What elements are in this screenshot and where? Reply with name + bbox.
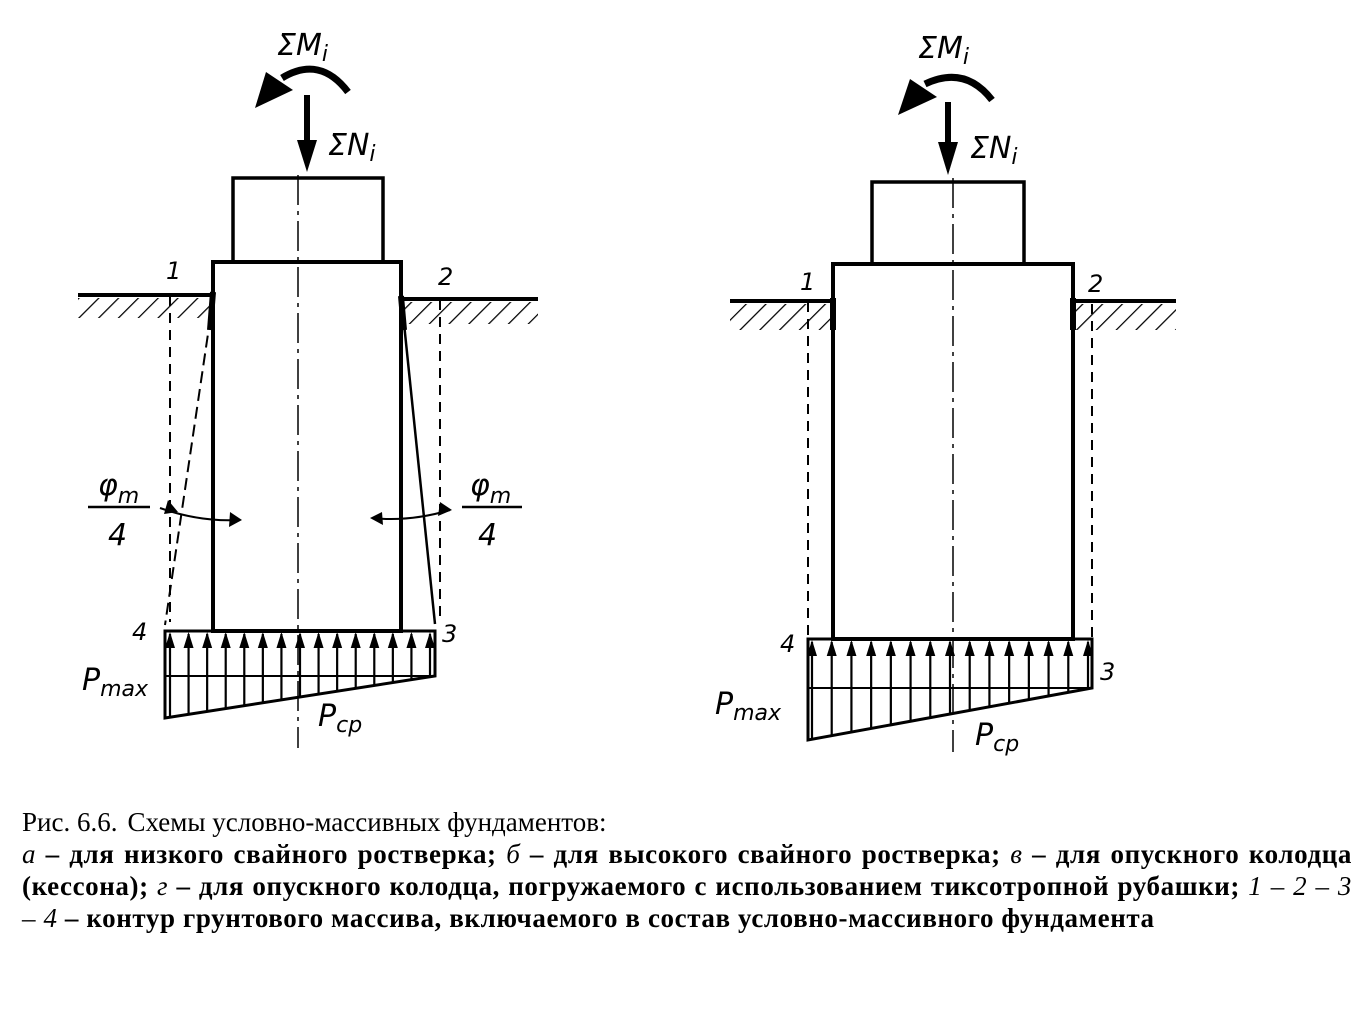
figure-caption: Рис. 6.6. Схемы условно-массивных фундаме… <box>22 806 1352 934</box>
pcp-label-b: Pcp <box>975 718 1019 757</box>
point-label-1-a: 1 <box>166 257 181 285</box>
svg-text:φm: φm <box>470 468 511 509</box>
caption-item-letter-g: г <box>157 871 169 901</box>
b-pressure-arrowhead <box>1043 640 1054 656</box>
figure-number: Рис. 6.6. <box>22 807 118 837</box>
moment-label-a: ΣMi <box>277 28 328 67</box>
b-pressure-arrowhead <box>846 640 857 656</box>
a-pressure-arrowhead <box>257 632 268 648</box>
contour-slant-right-a <box>400 303 437 625</box>
svg-text:4: 4 <box>108 518 127 553</box>
b-pressure-arrowhead <box>905 640 916 656</box>
a-pressure-arrowhead <box>239 632 250 648</box>
b-pressure-arrowhead <box>964 640 975 656</box>
pcp-label-a: Pcp <box>318 699 362 738</box>
ground-right-b <box>1073 299 1176 330</box>
b-pressure-arrowhead <box>925 640 936 656</box>
foundation-block-a <box>211 260 403 633</box>
svg-text:φm: φm <box>98 468 139 509</box>
a-pressure-arrowhead <box>387 632 398 648</box>
point-label-2-b: 2 <box>1088 270 1103 298</box>
caption-item-text-b: – для высокого свайного ростверка; <box>520 839 1011 869</box>
caption-body: а – для низкого свайного ростверка; б – … <box>22 838 1352 934</box>
diagram-b: ΣMi ΣNi 1 2 3 4 Pmax Pcp <box>715 31 1176 757</box>
moment-label-b: ΣMi <box>918 31 969 70</box>
a-pressure-arrowhead <box>425 632 435 648</box>
angle-label-left-a: φm 4 <box>88 468 150 553</box>
caption-contour-text: – контур грунтового массива, включаемого… <box>57 903 1155 933</box>
a-pressure-arrowhead <box>276 632 287 648</box>
force-arrow-a <box>297 95 317 172</box>
a-pressure-arrowhead <box>220 632 231 648</box>
b-pressure-arrowhead <box>1083 640 1093 656</box>
column-b <box>870 180 1026 262</box>
moment-arrow-a <box>255 65 351 108</box>
angle-label-right-a: φm 4 <box>462 468 522 553</box>
caption-title: Рис. 6.6. Схемы условно-массивных фундаме… <box>22 806 1352 838</box>
b-pressure-arrowhead <box>826 640 837 656</box>
b-pressure-arrowhead <box>1063 640 1074 656</box>
point-label-3-a: 3 <box>442 620 457 648</box>
caption-contour-ref: 1 – 2 – 3 – 4 <box>22 871 1352 933</box>
pmax-label-a: Pmax <box>82 663 149 702</box>
a-pressure-arrowhead <box>313 632 324 648</box>
a-pressure-arrowhead <box>369 632 380 648</box>
point-label-4-b: 4 <box>780 630 795 658</box>
b-pressure-arrowhead <box>866 640 877 656</box>
caption-item-text-v: – для опускного колодца (кессона); <box>22 839 1352 901</box>
ground-left-b <box>730 299 833 330</box>
a-pressure-arrowhead <box>202 632 213 648</box>
pressure-arrows-b <box>807 640 1093 738</box>
svg-text:4: 4 <box>478 518 497 553</box>
caption-item-text-g: – для опускного колодца, погружаемого с … <box>168 871 1249 901</box>
a-pressure-arrowhead <box>295 632 305 648</box>
caption-title-text: Схемы условно-массивных фундаментов: <box>127 807 607 837</box>
caption-item-letter-a: а <box>22 839 37 869</box>
foundation-schemes-figure: ΣMi ΣNi <box>78 28 1176 757</box>
ground-right-a <box>401 297 538 324</box>
b-pressure-arrowhead <box>984 640 995 656</box>
b-pressure-arrowhead <box>807 640 817 656</box>
contour-slant-left-a <box>164 299 214 626</box>
a-pressure-arrowhead <box>183 632 194 648</box>
b-pressure-arrowhead <box>1023 640 1034 656</box>
a-pressure-arrowhead <box>332 632 343 648</box>
b-pressure-arrowhead <box>1004 640 1015 656</box>
a-pressure-arrowhead <box>406 632 417 648</box>
a-pressure-arrowhead <box>165 632 175 648</box>
point-label-4-a: 4 <box>132 618 147 646</box>
b-pressure-arrowhead <box>885 640 896 656</box>
b-pressure-arrowhead <box>945 640 955 656</box>
column-a <box>231 176 385 262</box>
point-label-3-b: 3 <box>1100 658 1115 686</box>
a-pressure-arrowhead <box>350 632 361 648</box>
ground-left-a <box>78 293 213 318</box>
diagram-a: ΣMi ΣNi <box>78 28 538 748</box>
force-arrow-b <box>938 102 958 175</box>
angle-mark-left-a <box>159 500 242 527</box>
point-label-2-a: 2 <box>438 263 453 291</box>
caption-item-letter-v: в <box>1010 839 1023 869</box>
point-label-1-b: 1 <box>800 268 815 296</box>
angle-mark-right-a <box>370 502 452 525</box>
force-label-a: ΣNi <box>328 128 376 167</box>
pressure-arrows-a <box>165 632 435 716</box>
pmax-label-b: Pmax <box>715 687 782 726</box>
moment-arrow-b <box>898 73 995 115</box>
caption-item-letter-b: б <box>506 839 521 869</box>
force-label-b: ΣNi <box>970 131 1018 170</box>
caption-item-text-a: – для низкого свайного ростверка; <box>36 839 507 869</box>
